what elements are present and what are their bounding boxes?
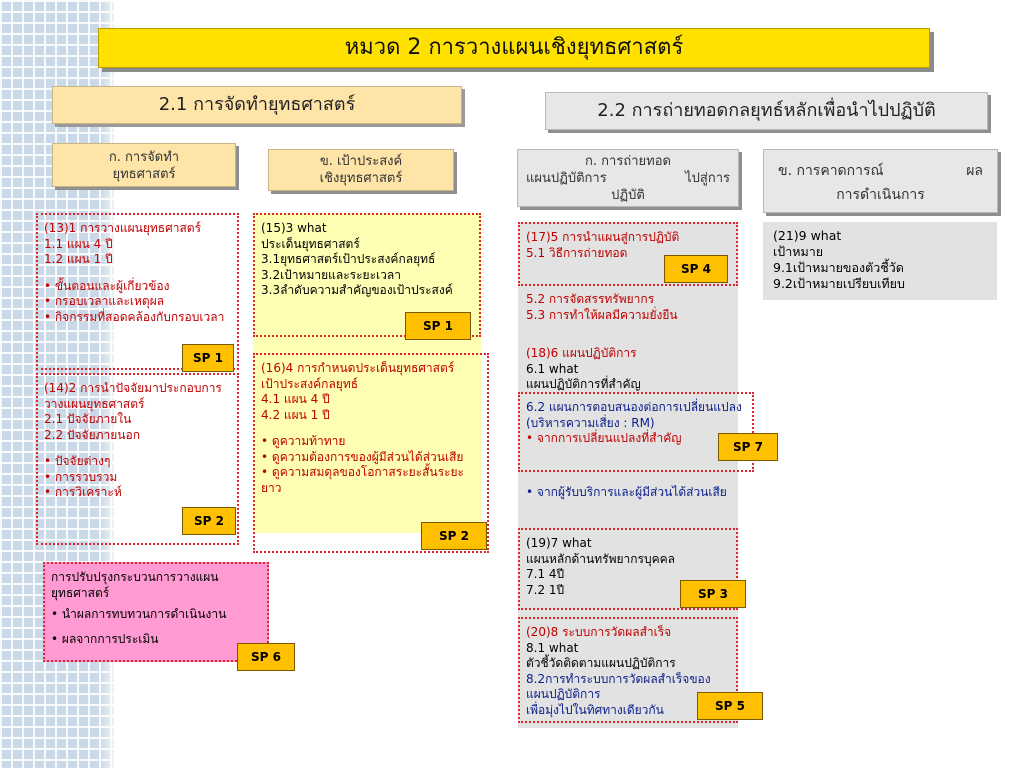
deployment-column-background [518,222,738,728]
subsection-label-part: แผนปฏิบัติการ [526,171,607,186]
box-line: (14)2 การนำปัจจัยมาประกอบการวางแผนยุทธศา… [44,381,222,411]
box-line: 3.3ลำดับความสำคัญของเป้าประสงค์ [261,283,453,297]
sp2-tag: SP 2 [421,522,487,550]
subsection-label-part: ข. การคาดการณ์ [778,163,884,179]
bullet-item: ปัจจัยต่างๆ [44,454,231,470]
bullet-text: จากผู้รับบริการและผู้มีส่วนได้ส่วนเสีย [536,485,727,499]
sp4-tag: SP 4 [664,255,728,283]
subsection-label-part: ผล [966,163,983,179]
bullet-item: กรอบเวลาและเหตุผล [44,294,231,310]
bullet-list: นำผลการทบทวนการดำเนินงาน ผลจากการประเมิน [51,607,261,647]
box-line: 2.1 ปัจจัยภายใน [44,412,132,426]
side-grid-pattern [0,0,114,768]
box-line: 9.2เป้าหมายเปรียบเทียบ [773,276,905,291]
bullet-list: ขั้นตอนและผู้เกี่ยวข้อง กรอบเวลาและเหตุผ… [44,279,231,326]
box-line: 4.2 แผน 1 ปี [261,407,330,422]
bullet-item: ดูความสมดุลของโอกาสระยะสั้นระยะยาว [261,465,481,496]
bullet-item: ดูความท้าทาย [261,434,481,450]
bullet-item: การวิเคราะห์ [44,485,231,501]
sp2-tag: SP 2 [182,507,236,535]
box-13-strategic-planning: (13)1 การวางแผนยุทธศาสตร์ 1.1 แผน 4 ปี 1… [36,213,239,370]
sp3-tag: SP 3 [680,580,746,608]
box-17-plan-deployment: (17)5 การนำแผนสู่การปฏิบัติ 5.1 วิธีการถ… [518,222,738,286]
box-line: ประเด็นยุทธศาสตร์ [261,236,360,251]
box-line: 7.2 1ปี [526,582,565,597]
bullet-list: ดูความท้าทาย ดูความต้องการของผู้มีส่วนได… [261,434,481,496]
box-line: (13)1 การวางแผนยุทธศาสตร์ [44,221,202,235]
subsection-label-line: ก. การจัดทำ [108,150,180,165]
box-15-strategic-issues: (15)3 what ประเด็นยุทธศาสตร์ 3.1ยุทธศาสต… [253,213,481,337]
subsection-label-line: การดำเนินการ [836,187,925,203]
bullet-item: ดูความต้องการของผู้มีส่วนได้ส่วนเสีย [261,450,481,466]
subsection-label-part: ไปสู่การ [685,171,730,186]
bullet-item: ขั้นตอนและผู้เกี่ยวข้อง [44,279,231,295]
box-line: 4.1 แผน 4 ปี [261,392,330,406]
box-line: 5.3 การทำให้ผลมีความยั่งยืน [526,307,678,322]
box-line: 8.1 what [526,640,579,655]
subsection-label-row: ข. การคาดการณ์ ผล [778,159,983,183]
box-16-define-strategic-issues: (16)4 การกำหนดประเด็นยุทธศาสตร์เป้าประสง… [253,353,489,553]
subsection-label-line: ปฏิบัติ [611,188,645,203]
box-line: 5.2 การจัดสรรทรัพยากร [526,292,655,306]
section-2-1-header: 2.1 การจัดทำยุทธศาสตร์ [52,86,462,124]
bullet-item: การรวบรวม [44,470,231,486]
box-18-stakeholder-bullet: • จากผู้รับบริการและผู้มีส่วนได้ส่วนเสีย [526,485,736,521]
bullet-item: ผลจากการประเมิน [51,632,261,648]
box-21-targets: (21)9 what เป้าหมาย 9.1เป้าหมายของตัวชี้… [763,222,997,300]
subsection-label-row: แผนปฏิบัติการ ไปสู่การ [526,170,730,187]
box-line: 8.2การทำระบบการวัดผลสำเร็จของแผนปฏิบัติก… [526,671,711,702]
subsection-label-line: ยุทธศาสตร์ [112,167,176,182]
box-14-planning-factors: (14)2 การนำปัจจัยมาประกอบการวางแผนยุทธศา… [36,373,239,545]
box-line: แผนหลักด้านทรัพยากรบุคคล [526,551,676,566]
subsection-label-line: ก. การถ่ายทอด [585,154,671,169]
bullet-item: กิจกรรมที่สอดคล้องกับกรอบเวลา [44,310,231,326]
box-line: 3.1ยุทธศาสตร์เป้าประสงค์กลยุทธ์ [261,252,436,266]
box-line: การปรับปรุงกระบวนการวางแผนยุทธศาสตร์ [51,570,219,600]
subsection-label-line: ข. เป้าประสงค์ [319,154,403,169]
box-line: 2.2 ปัจจัยภายนอก [44,427,140,442]
subsection-a-strategy-development: ก. การจัดทำ ยุทธศาสตร์ [52,143,236,187]
box-planning-process-improvement: การปรับปรุงกระบวนการวางแผนยุทธศาสตร์ นำผ… [43,562,269,662]
box-line: 6.2 แผนการตอบสนองต่อการเปลี่ยนแปลง (บริห… [526,400,742,430]
box-line: 7.1 4ปี [526,567,565,581]
box-line: เป้าหมาย [773,244,824,259]
bullet-item: • จากการเปลี่ยนแปลงที่สำคัญ [526,431,682,445]
sp7-tag: SP 7 [718,433,778,461]
box-20-performance-measurement: (20)8 ระบบการวัดผลสำเร็จ 8.1 what ตัวชี้… [518,617,738,723]
box-19-hr-plan: (19)7 what แผนหลักด้านทรัพยากรบุคคล 7.1 … [518,528,738,610]
box-line: 3.2เป้าหมายและระยะเวลา [261,267,401,282]
bullet-list: ปัจจัยต่างๆ การรวบรวม การวิเคราะห์ [44,454,231,501]
subsection-b-performance-projection: ข. การคาดการณ์ ผล การดำเนินการ [763,149,998,213]
box-18-action-plans: (18)6 แผนปฏิบัติการ 6.1 what แผนปฏิบัติก… [526,346,736,394]
subsection-b-strategic-objectives: ข. เป้าประสงค์ เชิงยุทธศาสตร์ [268,149,454,191]
section-2-2-header: 2.2 การถ่ายทอดกลยุทธ์หลักเพื่อนำไปปฏิบัต… [545,92,988,130]
box-line: (17)5 การนำแผนสู่การปฏิบัติ [526,230,680,244]
bullet-text: จากการเปลี่ยนแปลงที่สำคัญ [536,431,682,445]
box-line: (20)8 ระบบการวัดผลสำเร็จ [526,625,672,639]
box-line: เพื่อมุ่งไปในทิศทางเดียวกัน [526,702,664,717]
bullet-item: นำผลการทบทวนการดำเนินงาน [51,607,261,623]
box-line: 1.2 แผน 1 ปี [44,252,113,266]
box-18-change-response-plan: 6.2 แผนการตอบสนองต่อการเปลี่ยนแปลง (บริห… [518,392,754,472]
sp1-tag: SP 1 [182,344,234,372]
page-title: หมวด 2 การวางแผนเชิงยุทธศาสตร์ [98,28,930,68]
box-line: (21)9 what [773,228,842,243]
sp5-tag: SP 5 [697,692,763,720]
box-line: 6.1 what [526,361,579,376]
box-line: 1.1 แผน 4 ปี [44,236,113,251]
sp1-tag: SP 1 [405,312,471,340]
box-line: (19)7 what [526,536,592,550]
box-line: 9.1เป้าหมายของตัวชี้วัด [773,260,904,275]
box-line: แผนปฏิบัติการที่สำคัญ [526,377,641,391]
sp6-tag: SP 6 [237,643,295,671]
box-line: (18)6 แผนปฏิบัติการ [526,346,637,360]
bullet-item: • จากผู้รับบริการและผู้มีส่วนได้ส่วนเสีย [526,485,727,499]
subsection-a-action-plan-deployment: ก. การถ่ายทอด แผนปฏิบัติการ ไปสู่การ ปฏิ… [517,149,739,207]
box-line: ตัวชี้วัดติดตามแผนปฏิบัติการ [526,656,676,670]
box-line: (15)3 what [261,221,327,235]
subsection-label-line: เชิงยุทธศาสตร์ [319,171,403,186]
box-17-resource-items: 5.2 การจัดสรรทรัพยากร 5.3 การทำให้ผลมีคว… [526,292,736,332]
box-line: (16)4 การกำหนดประเด็นยุทธศาสตร์เป้าประสง… [261,361,455,391]
box-line: 5.1 วิธีการถ่ายทอด [526,245,628,260]
